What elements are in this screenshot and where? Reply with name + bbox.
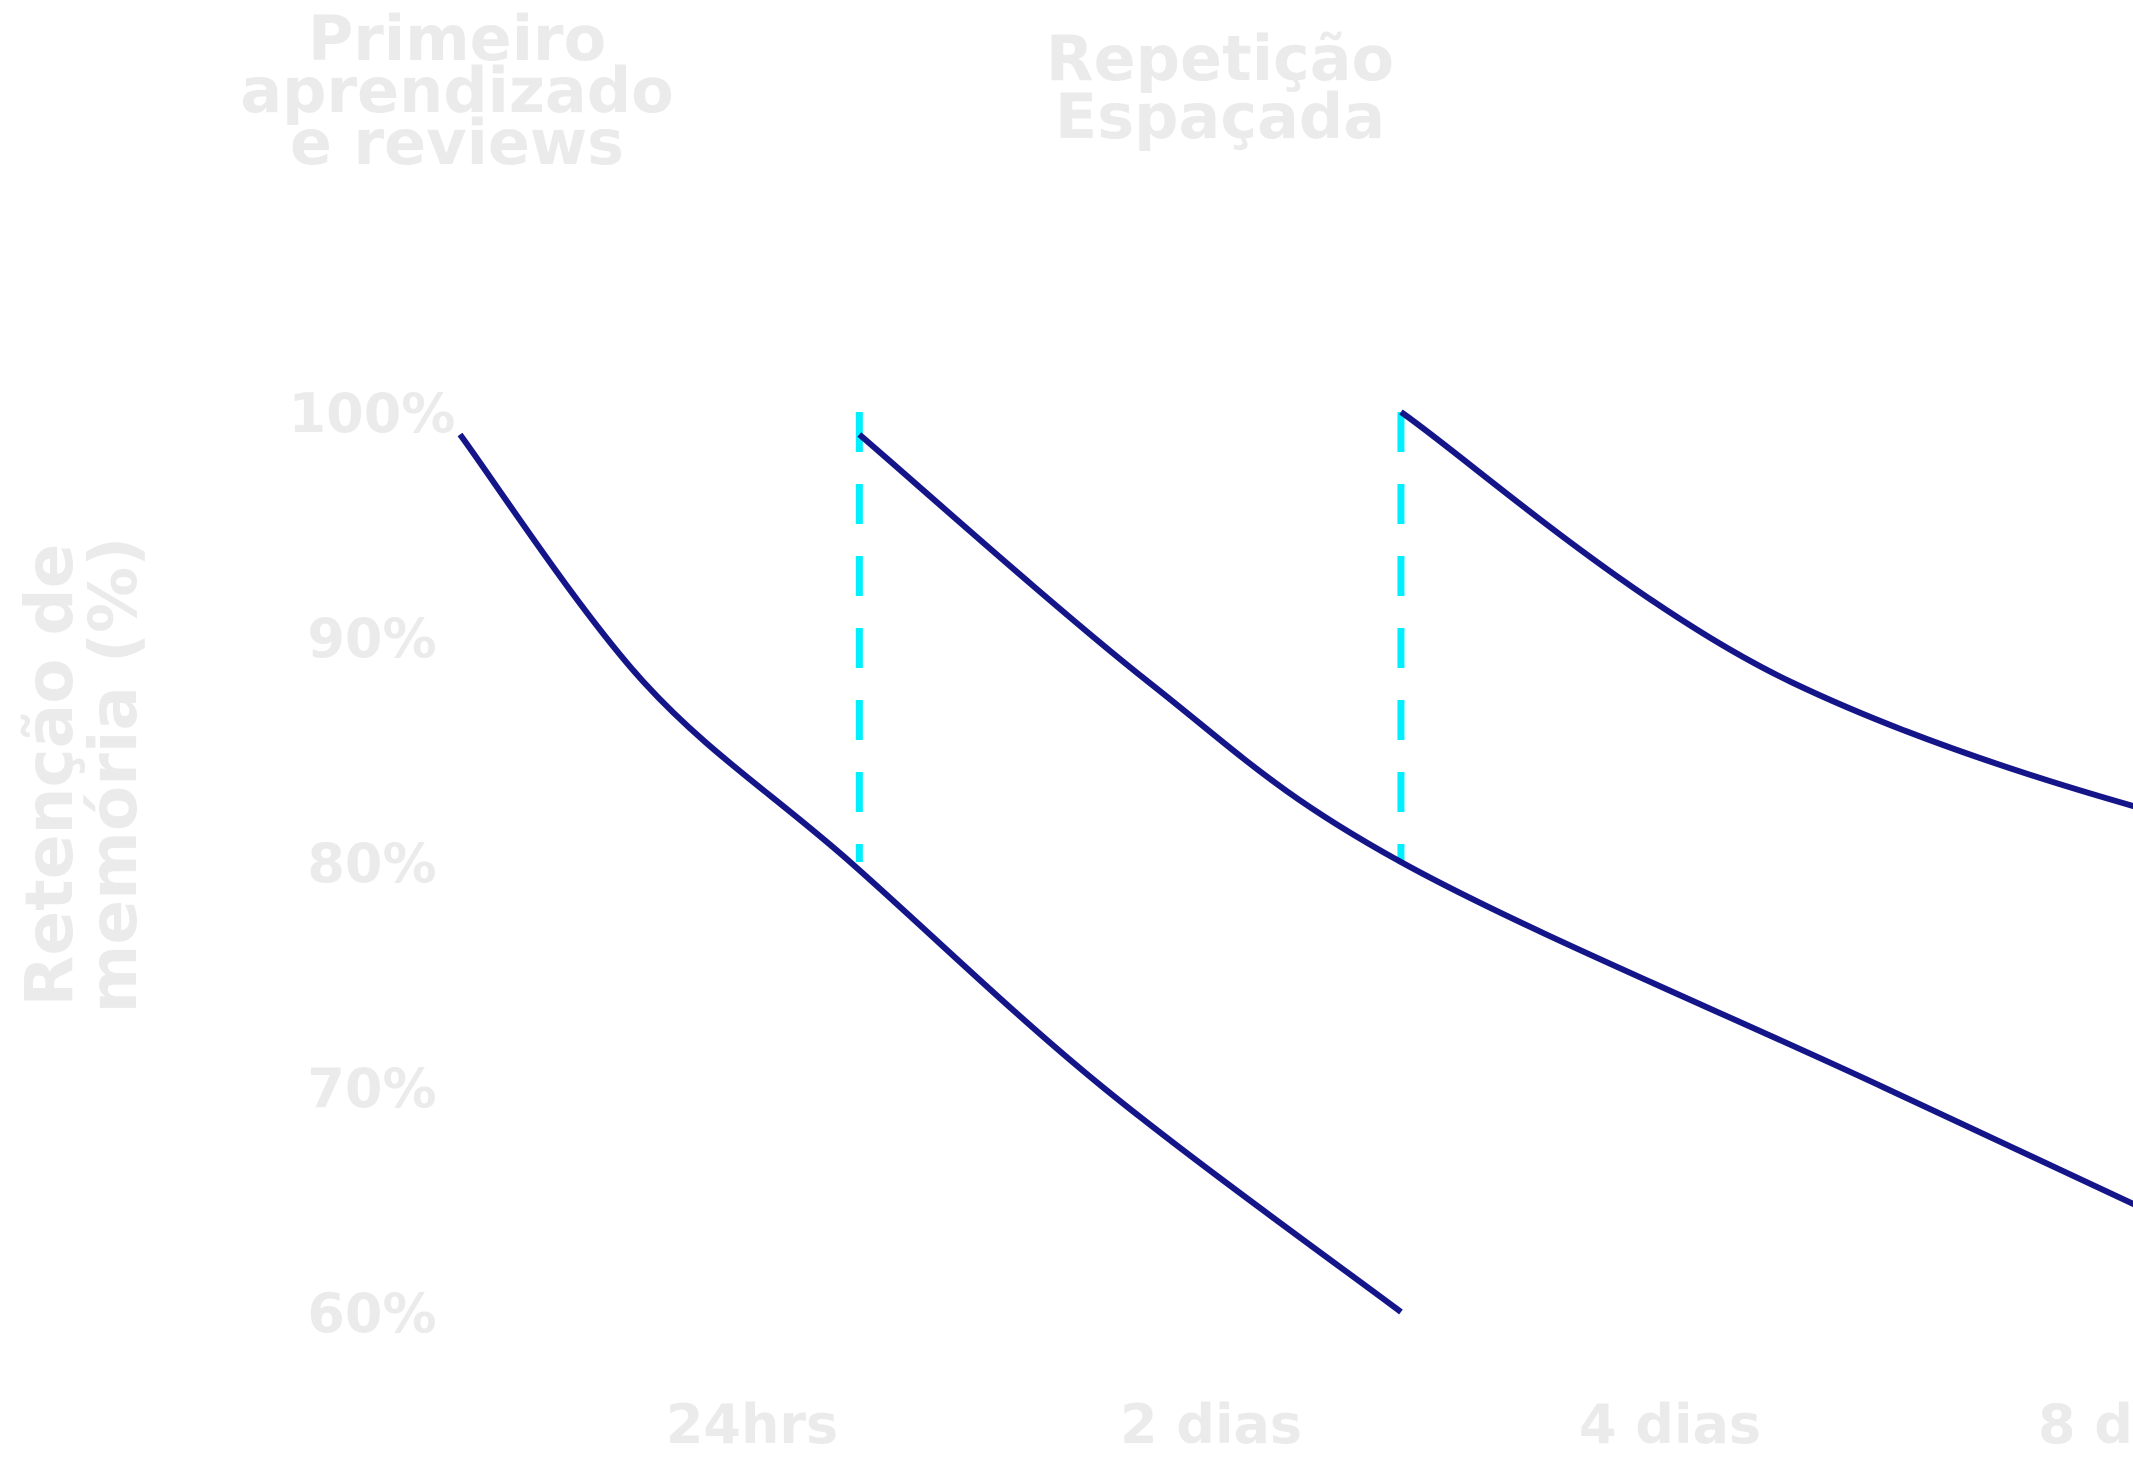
y-tick-label: 80% <box>307 832 436 895</box>
phase-label-line: aprendizado <box>240 54 674 127</box>
x-tick-label: 24hrs <box>666 1393 838 1456</box>
phase-label-line: e reviews <box>290 106 624 179</box>
x-tick-label: 2 dias <box>1120 1393 1302 1456</box>
phase-label-line: Primeiro <box>308 2 606 75</box>
phase-label-line: Repetição <box>1046 22 1394 95</box>
y-axis-title: Retenção dememória (%) <box>11 537 152 1014</box>
y-tick-label: 70% <box>307 1057 436 1120</box>
forgetting-curve <box>1399 409 2133 810</box>
x-tick-label: 8 dias <box>2038 1393 2133 1456</box>
forgetting-curve <box>457 432 1403 1315</box>
y-tick-label: 90% <box>307 607 436 670</box>
y-axis-title-line: Retenção de <box>11 544 88 1007</box>
y-tick-label: 60% <box>307 1282 436 1345</box>
y-axis-title-line: memória (%) <box>75 537 152 1014</box>
x-tick-label: 4 dias <box>1579 1393 1761 1456</box>
y-tick-label: 100% <box>289 382 456 445</box>
forgetting-curve <box>857 432 2133 1208</box>
phase-label-line: Espaçada <box>1055 80 1385 153</box>
